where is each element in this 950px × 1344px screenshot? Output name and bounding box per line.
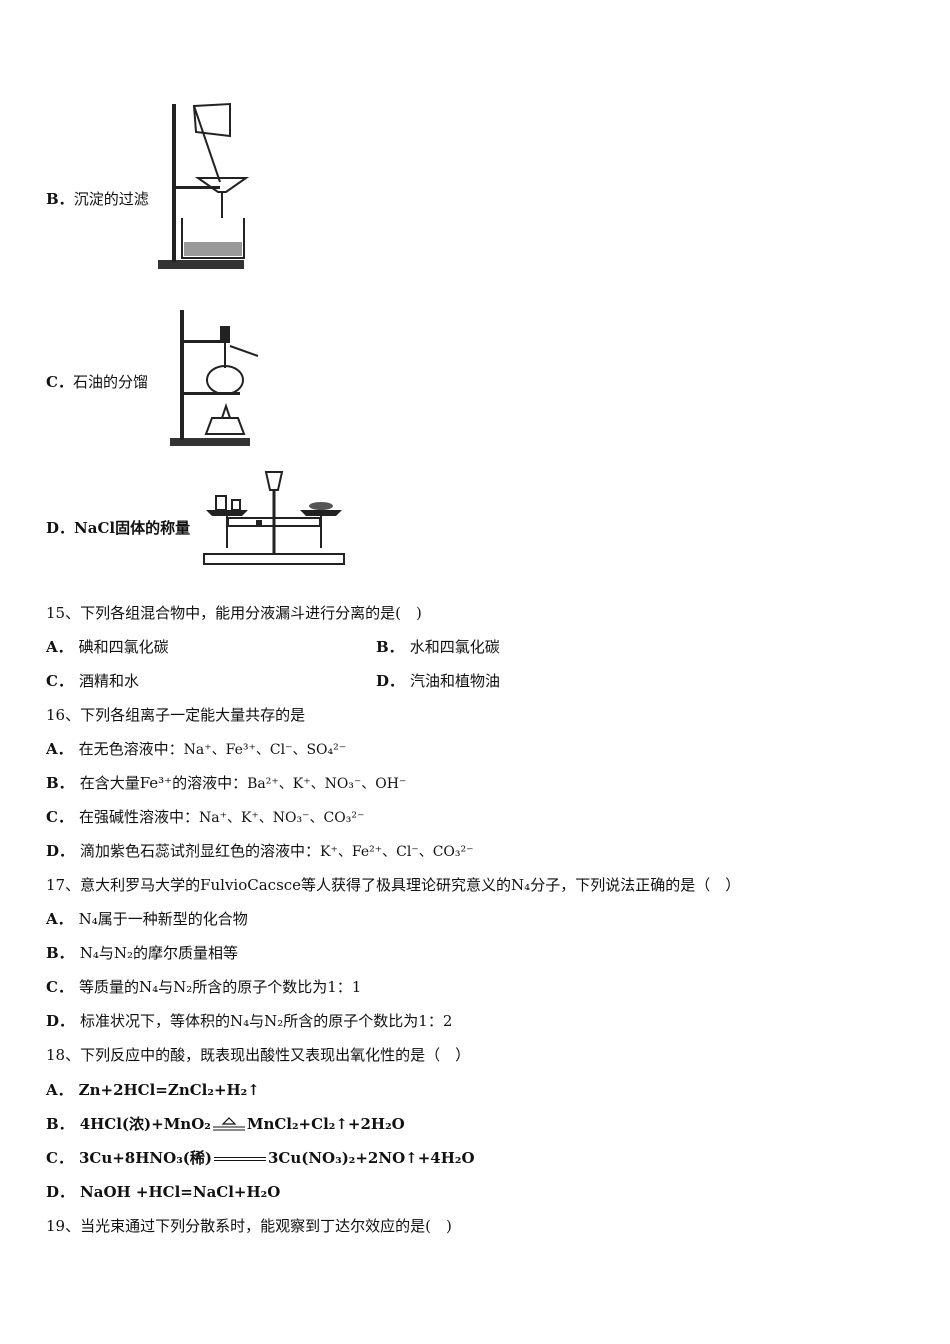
q17-option-a: A．N₄属于一种新型的化合物 bbox=[46, 910, 248, 928]
q16-option-b: B．在含大量Fe³⁺的溶液中：Ba²⁺、K⁺、NO₃⁻、OH⁻ bbox=[46, 774, 407, 792]
double-line-equals-icon bbox=[213, 1157, 266, 1161]
q15-stem: 15、下列各组混合物中，能用分液漏斗进行分离的是( ) bbox=[46, 604, 422, 622]
heat-condition-icon bbox=[211, 1117, 247, 1133]
q14-option-c: C．石油的分馏 bbox=[46, 373, 148, 391]
q19-stem: 19、当光束通过下列分散系时，能观察到丁达尔效应的是( ) bbox=[46, 1217, 452, 1235]
q17-option-c: C．等质量的N₄与N₂所含的原子个数比为1：1 bbox=[46, 978, 362, 996]
q15-option-d: D．汽油和植物油 bbox=[376, 672, 501, 690]
q16-option-c: C．在强碱性溶液中：Na⁺、K⁺、NO₃⁻、CO₃²⁻ bbox=[46, 808, 365, 826]
q16-option-d: D．滴加紫色石蕊试剂显红色的溶液中：K⁺、Fe²⁺、Cl⁻、CO₃²⁻ bbox=[46, 842, 474, 860]
q14-option-b: B．沉淀的过滤 bbox=[46, 190, 149, 208]
q17-option-d: D．标准状况下，等体积的N₄与N₂所含的原子个数比为1：2 bbox=[46, 1012, 453, 1030]
q18-option-d: D．NaOH +HCl=NaCl+H₂O bbox=[46, 1183, 281, 1201]
balance-scale-figure bbox=[203, 471, 345, 565]
q18-option-a: A．Zn+2HCl=ZnCl₂+H₂↑ bbox=[46, 1081, 260, 1099]
q15-option-c: C．酒精和水 bbox=[46, 672, 139, 690]
q15-option-a: A．碘和四氯化碳 bbox=[46, 638, 169, 656]
q15-option-b: B．水和四氯化碳 bbox=[376, 638, 500, 656]
q16-stem: 16、下列各组离子一定能大量共存的是 bbox=[46, 706, 306, 724]
q18-option-c: C．3Cu+8HNO₃(稀)3Cu(NO₃)₂+2NO↑+4H₂O bbox=[46, 1149, 475, 1167]
q17-option-b: B．N₄与N₂的摩尔质量相等 bbox=[46, 944, 238, 962]
filtration-apparatus-figure bbox=[158, 102, 250, 269]
q14-option-d: D．NaCl固体的称量 bbox=[46, 519, 191, 537]
distillation-apparatus-figure bbox=[170, 310, 259, 446]
q16-option-a: A．在无色溶液中：Na⁺、Fe³⁺、Cl⁻、SO₄²⁻ bbox=[46, 740, 347, 758]
q18-stem: 18、下列反应中的酸，既表现出酸性又表现出氧化性的是（ ） bbox=[46, 1046, 471, 1064]
q17-stem: 17、意大利罗马大学的FulvioCacsce等人获得了极具理论研究意义的N₄分… bbox=[46, 876, 741, 894]
